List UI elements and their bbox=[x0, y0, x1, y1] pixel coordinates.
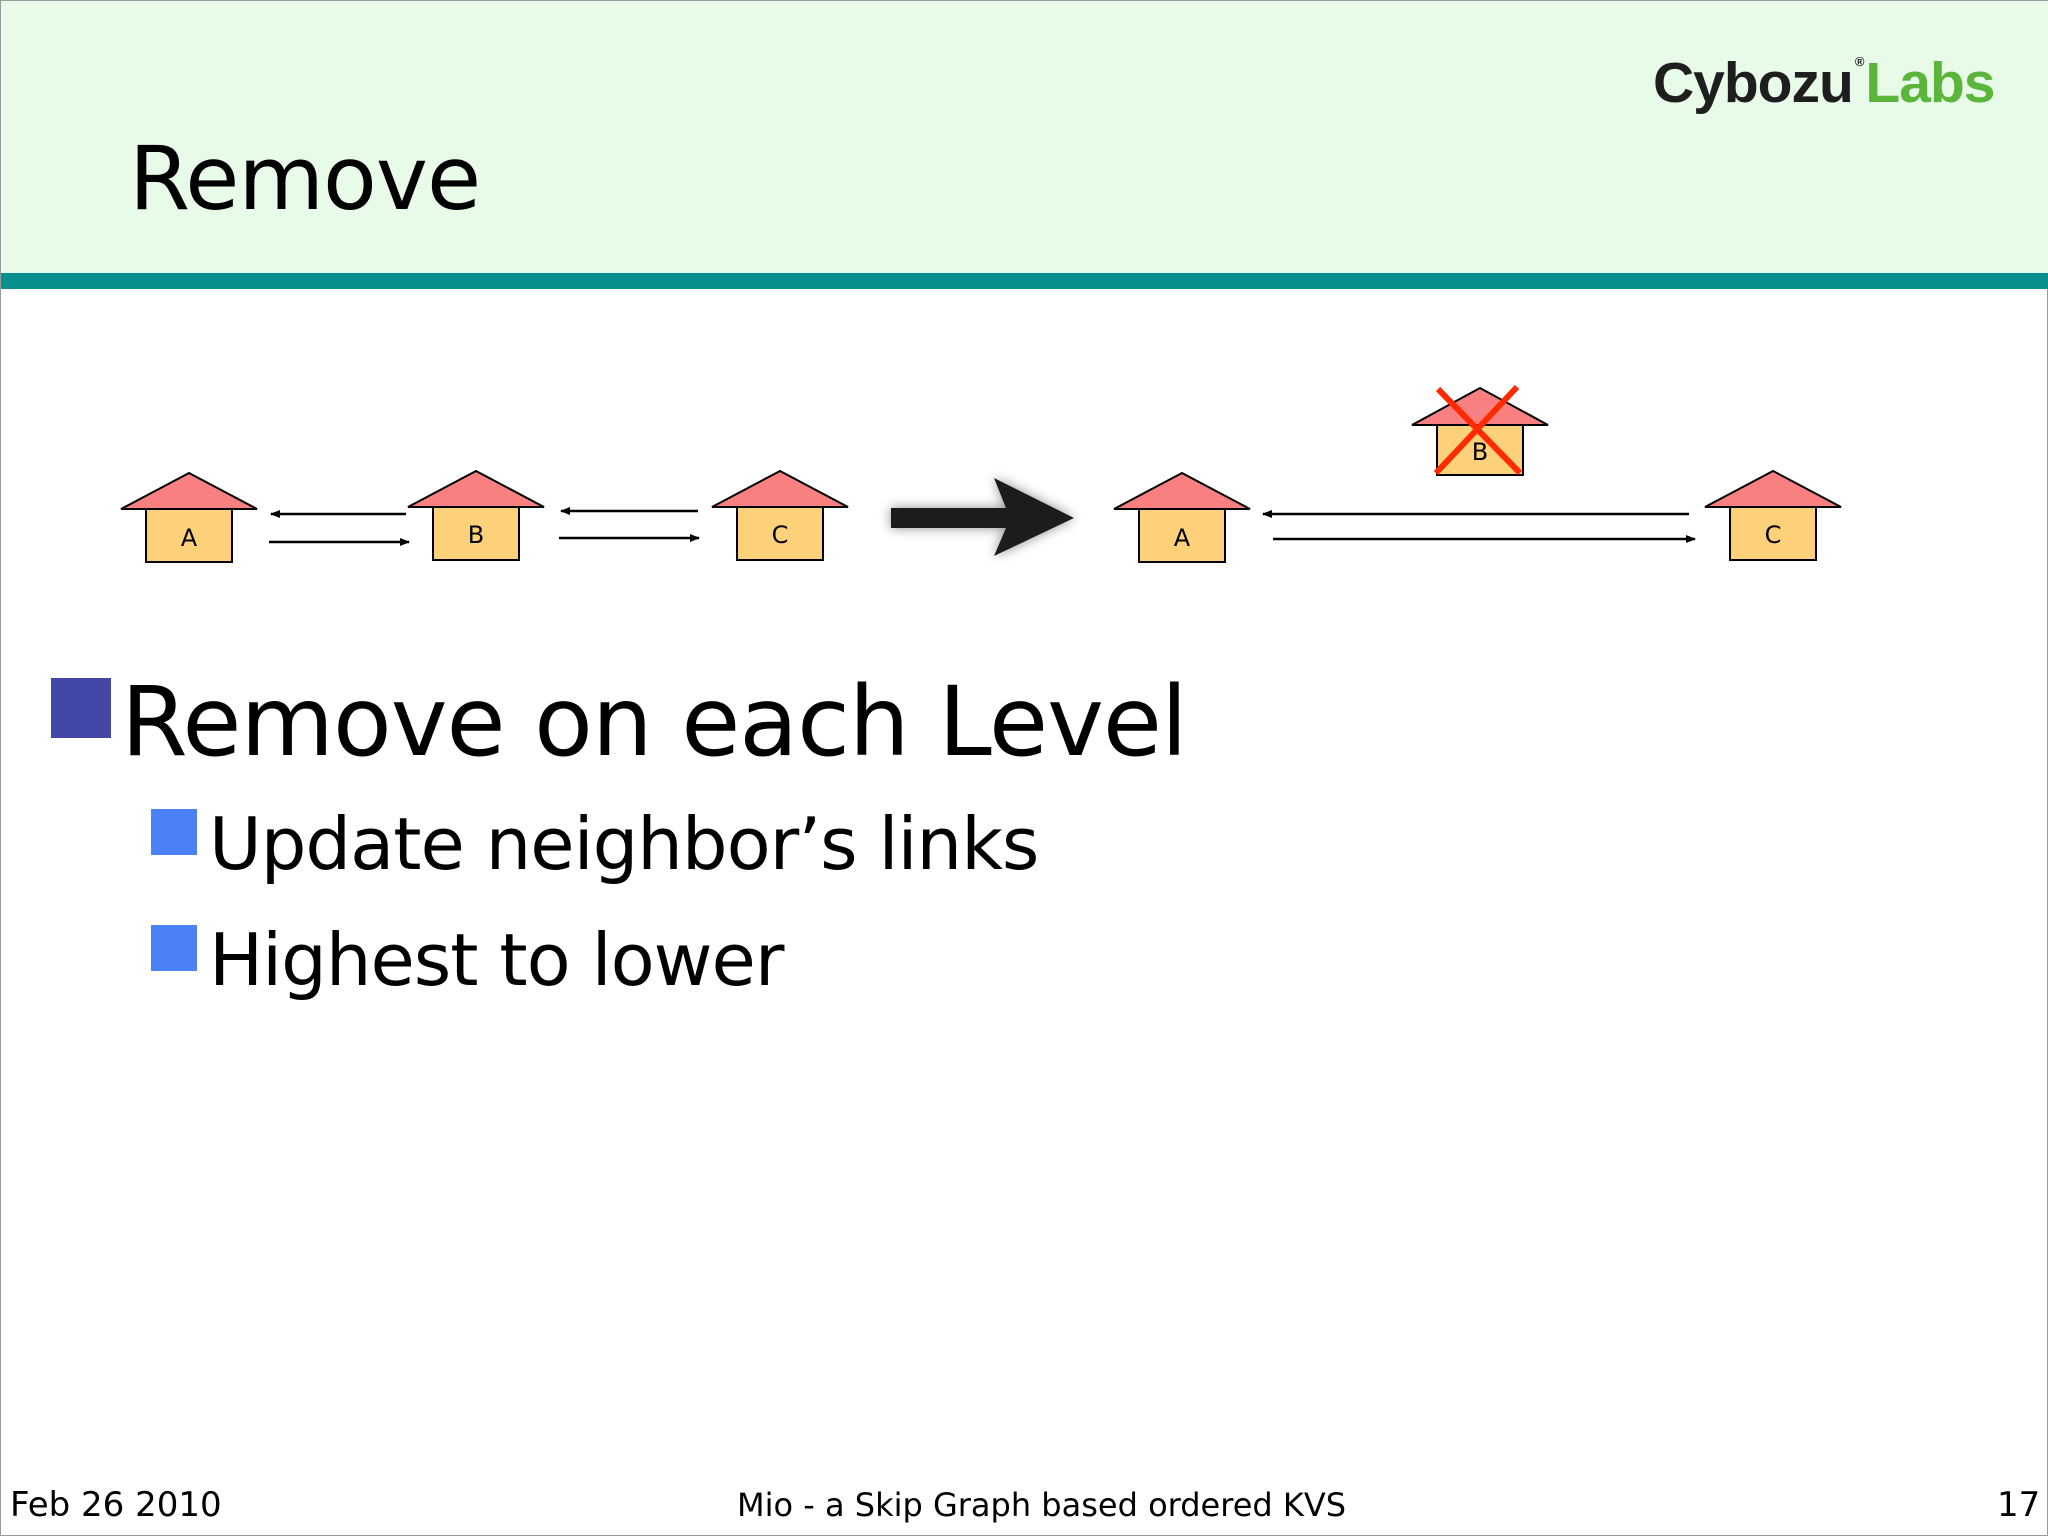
house-node-b-removed: B bbox=[1411, 384, 1549, 476]
node-label: B bbox=[1472, 438, 1488, 466]
footer-presentation-title: Mio - a Skip Graph based ordered KVS bbox=[737, 1486, 1347, 1524]
transition-arrow bbox=[891, 478, 1074, 556]
remove-diagram: A B C A B bbox=[120, 384, 1842, 563]
house-node-c: C bbox=[711, 469, 849, 561]
page-number: 17 bbox=[1997, 1485, 2041, 1525]
slide-title: Remove bbox=[129, 127, 481, 230]
footer-date: Feb 26 2010 bbox=[10, 1485, 222, 1525]
bullet-square-icon bbox=[151, 809, 197, 855]
node-label: C bbox=[1765, 521, 1782, 549]
node-label: A bbox=[1174, 524, 1191, 552]
node-label: A bbox=[181, 524, 198, 552]
bullet-square-icon bbox=[151, 925, 197, 971]
house-node-a: A bbox=[120, 471, 258, 563]
house-node-a-after: A bbox=[1113, 471, 1251, 563]
remove-cross-icon bbox=[1433, 384, 1523, 476]
node-label: C bbox=[772, 521, 789, 549]
header-band bbox=[1, 1, 2048, 273]
header-divider bbox=[1, 273, 2048, 289]
bullet-square-icon bbox=[51, 678, 111, 738]
house-node-c-after: C bbox=[1704, 469, 1842, 561]
house-node-b: B bbox=[407, 469, 545, 561]
node-label: B bbox=[468, 521, 484, 549]
cybozu-labs-logo: Cybozu®Labs bbox=[1653, 51, 1995, 115]
